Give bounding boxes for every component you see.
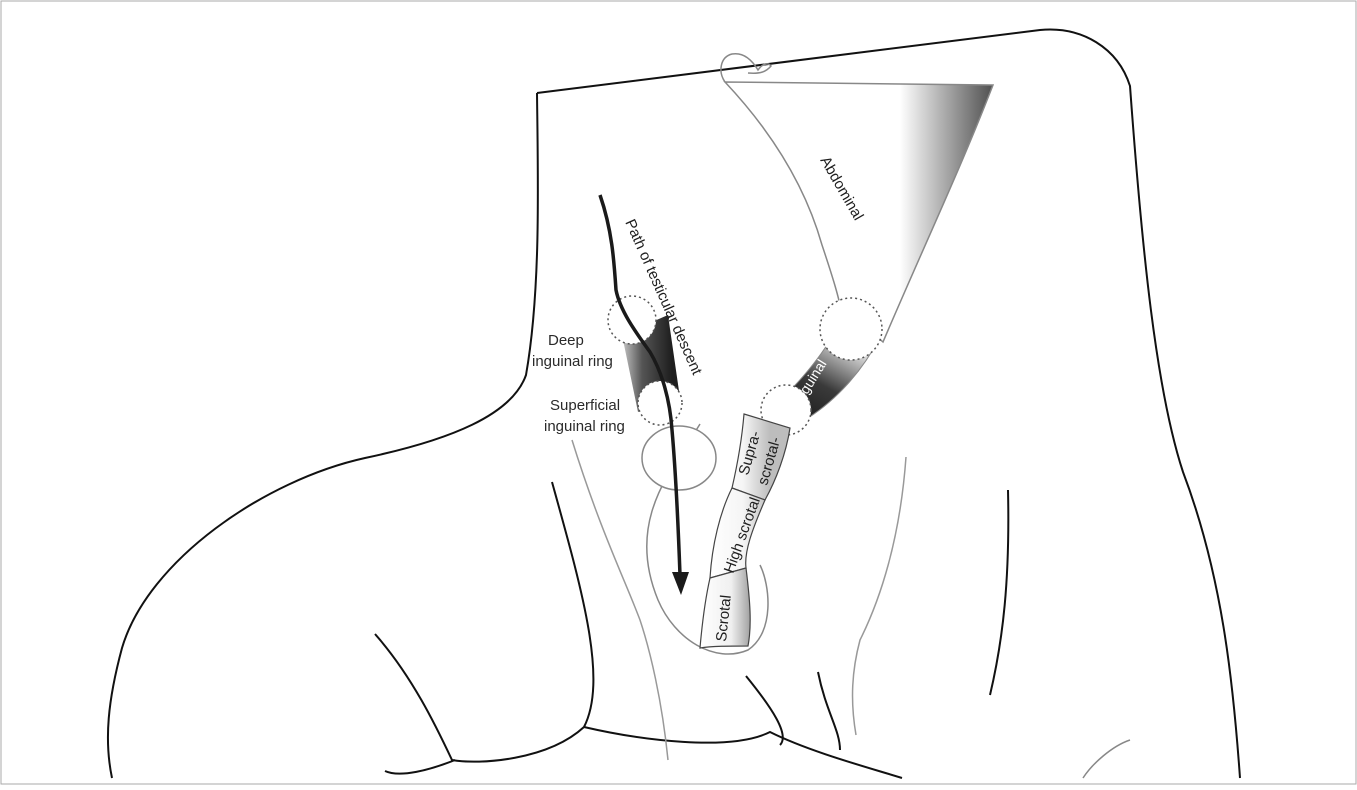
label-deep-line-1: Deep bbox=[548, 332, 584, 349]
testis bbox=[642, 426, 716, 490]
knee-contour bbox=[385, 760, 455, 774]
label-superficial-line-1: Superficial bbox=[550, 397, 620, 414]
thigh-left-contour bbox=[375, 482, 593, 762]
descent-arrowhead bbox=[672, 572, 689, 595]
thigh-line bbox=[572, 440, 668, 760]
deep-inguinal-ring bbox=[608, 296, 656, 344]
calf-contour bbox=[1083, 740, 1130, 778]
spermatic-cord-squiggle bbox=[721, 54, 771, 82]
buttock-contour-2 bbox=[818, 672, 840, 750]
thigh-bottom-contour bbox=[584, 727, 902, 778]
superficial-inguinal-ring bbox=[638, 381, 682, 425]
body-outline-left bbox=[108, 93, 538, 778]
label-deep-line-2: inguinal ring bbox=[532, 353, 613, 370]
thigh-line-right bbox=[853, 457, 906, 735]
thigh-right-contour bbox=[990, 490, 1008, 695]
label-superficial-line-2: inguinal ring bbox=[544, 418, 625, 435]
ring-internal bbox=[820, 298, 882, 360]
